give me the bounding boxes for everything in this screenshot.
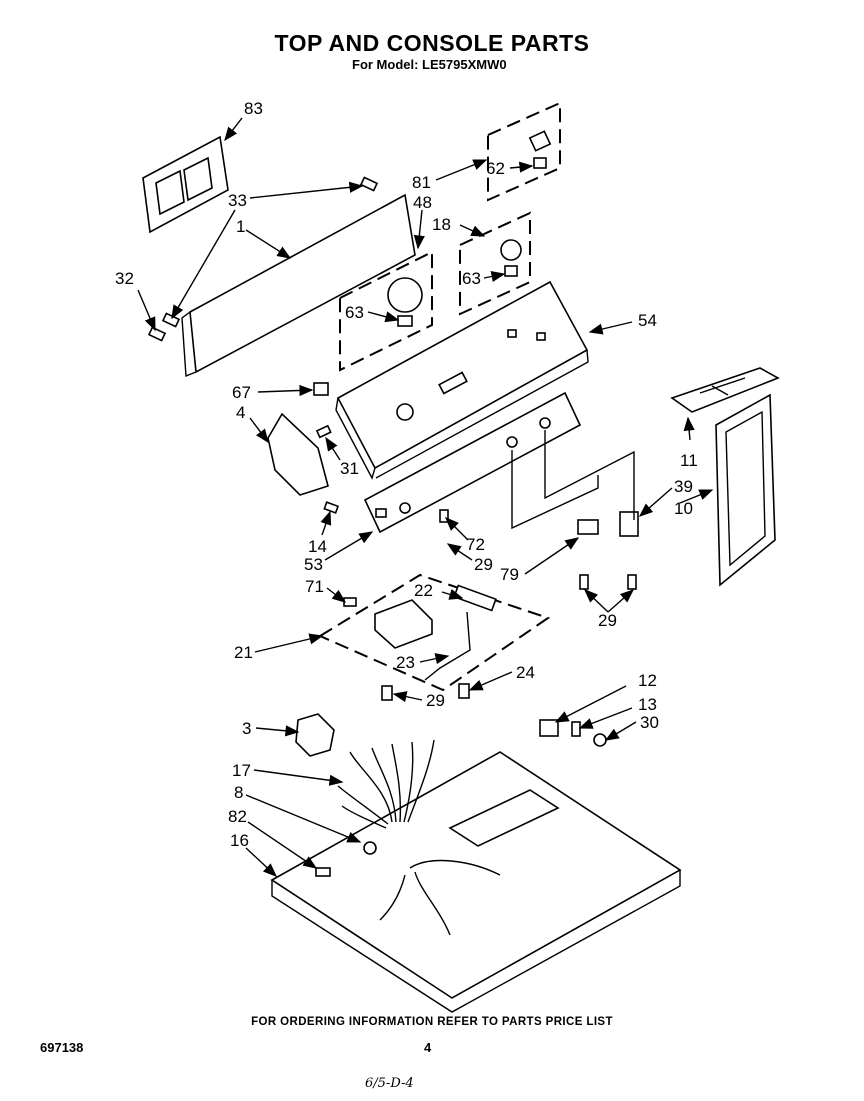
screw-33-left bbox=[161, 312, 181, 328]
callout-62: 62 bbox=[486, 159, 505, 178]
callout-labels: 83 33 1 32 81 62 48 18 63 63 54 67 4 31 … bbox=[115, 99, 698, 850]
handwritten-note: 6/5-D-4 bbox=[365, 1076, 414, 1091]
callout-71: 71 bbox=[305, 577, 324, 596]
callout-54: 54 bbox=[638, 311, 657, 330]
part-39-switch bbox=[619, 511, 639, 537]
part-3-relay bbox=[295, 713, 335, 757]
part-53-control-rail bbox=[363, 391, 582, 534]
part-11-top-trim bbox=[670, 367, 780, 413]
callout-39: 39 bbox=[674, 477, 693, 496]
screws-29-right bbox=[579, 574, 637, 590]
callout-12: 12 bbox=[638, 671, 657, 690]
part-8-grommet bbox=[363, 841, 377, 855]
ordering-info-note: FOR ORDERING INFORMATION REFER TO PARTS … bbox=[251, 1016, 613, 1028]
callout-14: 14 bbox=[308, 537, 327, 556]
console-wiring bbox=[511, 430, 635, 530]
callout-10: 10 bbox=[674, 499, 693, 518]
leader-lines bbox=[137, 117, 714, 877]
part-1-rear-console-panel bbox=[181, 193, 416, 378]
part-13-screw bbox=[571, 721, 581, 737]
callout-79: 79 bbox=[500, 565, 519, 584]
screw-32 bbox=[147, 326, 167, 342]
callout-63-lower: 63 bbox=[345, 303, 364, 322]
screw-31 bbox=[315, 424, 332, 439]
part-16-top-panel bbox=[270, 751, 682, 1013]
part-67-clip bbox=[313, 382, 329, 396]
part-4-end-cap bbox=[267, 412, 329, 496]
model-subtitle: For Model: LE5795XMW0 bbox=[352, 57, 507, 72]
callout-18: 18 bbox=[432, 215, 451, 234]
callout-1: 1 bbox=[236, 217, 245, 236]
part-79-switch bbox=[577, 519, 599, 535]
callout-83: 83 bbox=[244, 99, 263, 118]
part-17-wire-harness bbox=[337, 739, 501, 936]
document-number: 697138 bbox=[40, 1040, 84, 1055]
group-81-dashed-box bbox=[487, 101, 561, 202]
callout-21: 21 bbox=[234, 643, 253, 662]
part-82-clip bbox=[315, 867, 331, 877]
callout-11: 11 bbox=[680, 451, 698, 470]
callout-13: 13 bbox=[638, 695, 657, 714]
callout-63-upper: 63 bbox=[462, 269, 481, 288]
callout-53: 53 bbox=[304, 555, 323, 574]
callout-31: 31 bbox=[340, 459, 359, 478]
part-30-nut bbox=[593, 733, 607, 747]
callout-17: 17 bbox=[232, 761, 251, 780]
group-48-dashed-box bbox=[339, 250, 433, 372]
callout-29-lower: 29 bbox=[426, 691, 445, 710]
callout-4: 4 bbox=[236, 403, 245, 422]
callout-3: 3 bbox=[242, 719, 251, 738]
callout-29-right: 29 bbox=[598, 611, 617, 630]
screw-14 bbox=[323, 501, 340, 514]
callout-24: 24 bbox=[516, 663, 535, 682]
callout-16: 16 bbox=[230, 831, 249, 850]
callout-82: 82 bbox=[228, 807, 247, 826]
screw-72 bbox=[439, 509, 449, 523]
callout-48: 48 bbox=[413, 193, 432, 212]
callout-33: 33 bbox=[228, 191, 247, 210]
part-12-bracket bbox=[539, 719, 559, 737]
screw-71 bbox=[343, 597, 357, 607]
callout-22: 22 bbox=[414, 581, 433, 600]
callout-81: 81 bbox=[412, 173, 431, 192]
callout-23: 23 bbox=[396, 653, 415, 672]
callout-29-upper: 29 bbox=[474, 555, 493, 574]
part-10-side-panel bbox=[715, 393, 776, 587]
part-83-window-frame bbox=[142, 135, 229, 234]
callout-30: 30 bbox=[640, 713, 659, 732]
callout-67: 67 bbox=[232, 383, 251, 402]
page-number: 4 bbox=[424, 1040, 432, 1055]
group-21-dashed-box bbox=[317, 573, 551, 692]
screw-33-right bbox=[359, 176, 379, 192]
part-54-console-housing bbox=[335, 280, 589, 480]
screws-29-lower bbox=[381, 683, 470, 701]
callout-8: 8 bbox=[234, 783, 243, 802]
callout-32: 32 bbox=[115, 269, 134, 288]
page-title: TOP AND CONSOLE PARTS bbox=[274, 30, 590, 56]
callout-72: 72 bbox=[466, 535, 485, 554]
